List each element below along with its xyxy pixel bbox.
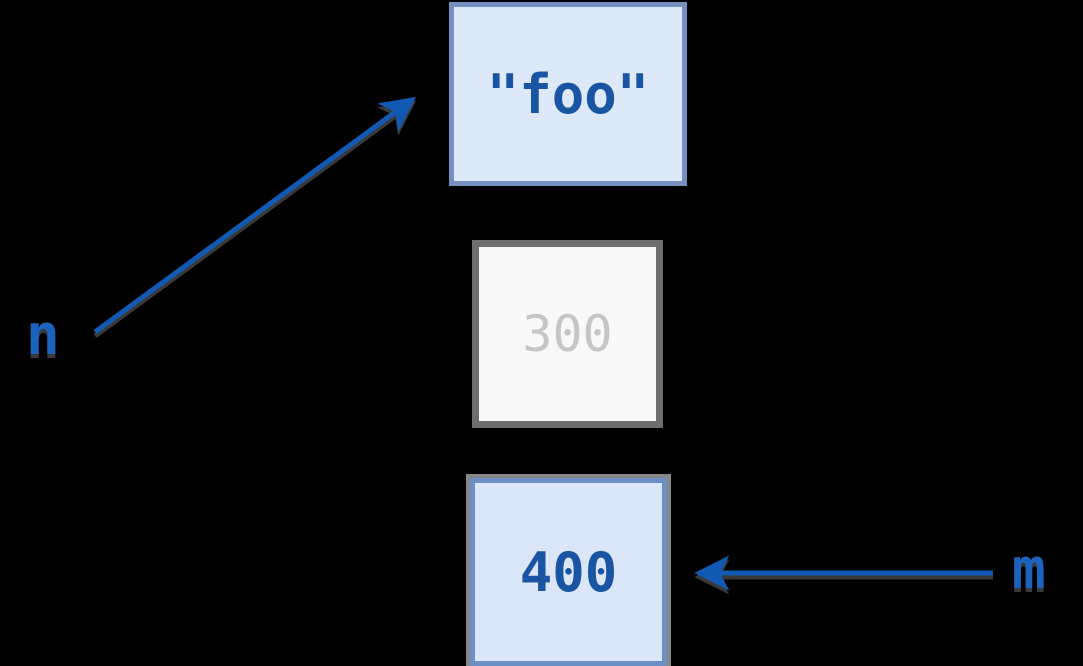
variable-label-n: n (26, 303, 60, 368)
variable-label-m: m (1012, 537, 1046, 602)
object-box-int-300: 300 (472, 240, 663, 428)
arrow-n-to-foo (93, 96, 417, 335)
object-box-int-400: 400 (470, 478, 667, 666)
object-box-string-foo: "foo" (449, 2, 687, 186)
object-value-400: 400 (519, 540, 618, 604)
object-value-foo: "foo" (486, 62, 650, 126)
object-value-300: 300 (522, 305, 613, 363)
